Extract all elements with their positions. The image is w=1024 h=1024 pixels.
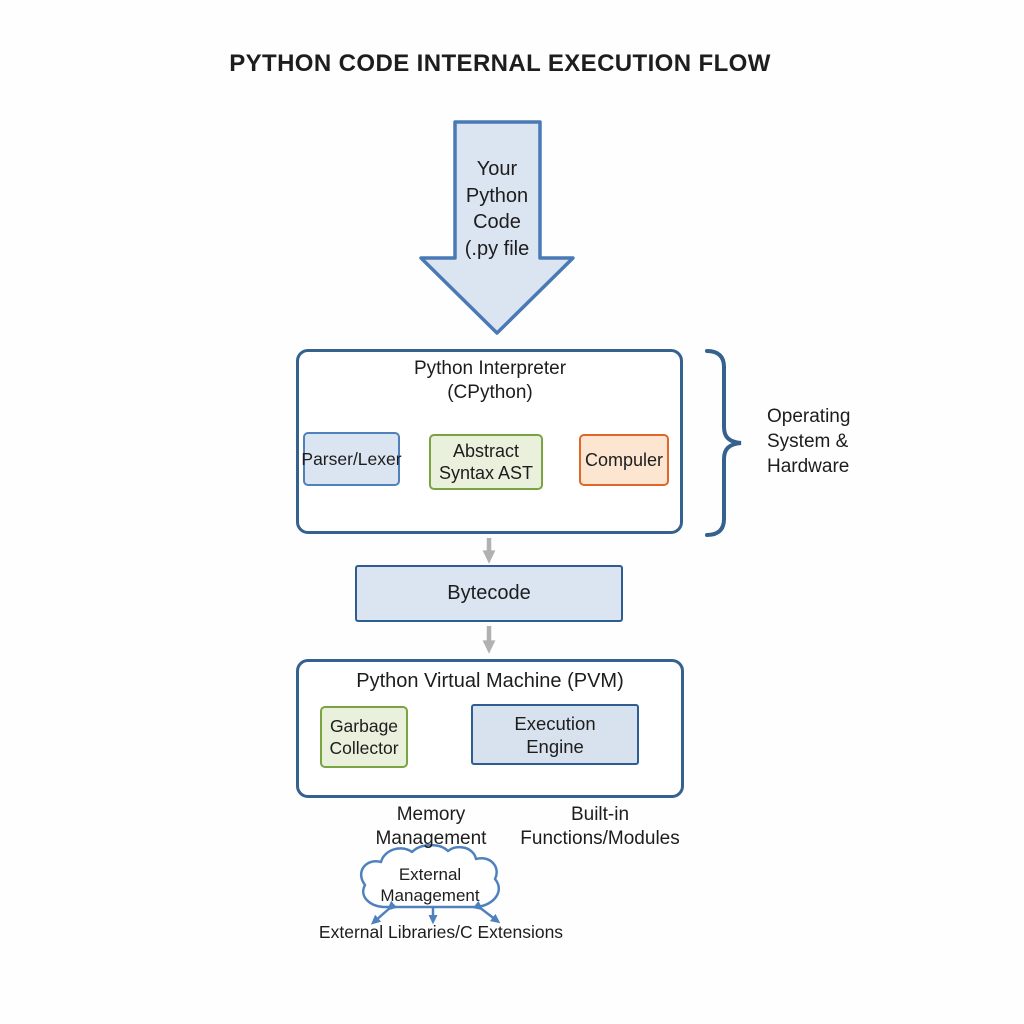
- pvm-heading: Python Virtual Machine (PVM): [356, 670, 624, 692]
- execution-engine-line1: Execution: [514, 712, 596, 734]
- garbage-collector-line2: Collector: [329, 738, 399, 758]
- cloud-label-line2: Management: [380, 885, 480, 905]
- cloud-icon: [359, 843, 501, 909]
- source-arrow-line: Code: [473, 211, 521, 233]
- garbage-collector-box: Garbage Collector: [320, 706, 408, 768]
- cloud-label: External Management: [365, 865, 495, 906]
- page-title: PYTHON CODE INTERNAL EXECUTION FLOW: [229, 50, 771, 77]
- cloud-link-arrows: [370, 900, 501, 925]
- builtin-functions-label: Built-in Functions/Modules: [505, 803, 695, 850]
- source-arrow-line: Your: [476, 158, 518, 180]
- garbage-collector-line1: Garbage: [329, 716, 399, 736]
- cloud-label-line1: External: [398, 865, 462, 884]
- execution-engine-line2: Engine: [526, 735, 584, 757]
- ast-label-line2: Syntax AST: [438, 463, 534, 483]
- double-arrow-icon: [472, 900, 501, 924]
- big-down-arrow-icon: [419, 120, 575, 335]
- abstract-syntax-box: Abstract Syntax AST: [429, 434, 543, 490]
- builtin-label-line2: Functions/Modules: [520, 827, 680, 849]
- memory-management-label: Memory Management: [356, 803, 506, 850]
- os-hardware-label: Operating System & Hardware: [767, 404, 850, 479]
- os-label-line2: System &: [767, 431, 849, 452]
- memory-label-line1: Memory: [396, 804, 466, 825]
- compiler-box: Compuler: [579, 434, 669, 486]
- parser-lexer-label: Parser/Lexer: [301, 448, 402, 469]
- double-arrow-icon: [370, 900, 398, 925]
- ast-label-line1: Abstract: [452, 441, 520, 461]
- compiler-label: Compuler: [584, 449, 664, 470]
- execution-engine-box: Execution Engine: [471, 704, 639, 765]
- source-arrow-label: Your Python Code (.py file: [442, 156, 552, 262]
- interpreter-heading-line1: Python Interpreter: [413, 358, 567, 379]
- memory-label-line2: Management: [375, 827, 487, 849]
- os-label-line1: Operating: [767, 406, 851, 427]
- curly-brace-icon: [705, 349, 742, 537]
- source-arrow-line: Python: [465, 184, 529, 207]
- interpreter-heading-line2: (CPython): [447, 381, 533, 403]
- bytecode-box: Bytecode: [355, 565, 623, 622]
- interpreter-heading: Python Interpreter (CPython): [340, 357, 640, 404]
- builtin-label-line1: Built-in: [570, 804, 630, 825]
- source-arrow-line: (.py file: [464, 237, 530, 260]
- external-libraries-label: External Libraries/C Extensions: [318, 922, 564, 942]
- parser-lexer-box: Parser/Lexer: [301, 432, 402, 486]
- bytecode-label: Bytecode: [447, 582, 531, 604]
- os-label-line3: Hardware: [767, 456, 850, 477]
